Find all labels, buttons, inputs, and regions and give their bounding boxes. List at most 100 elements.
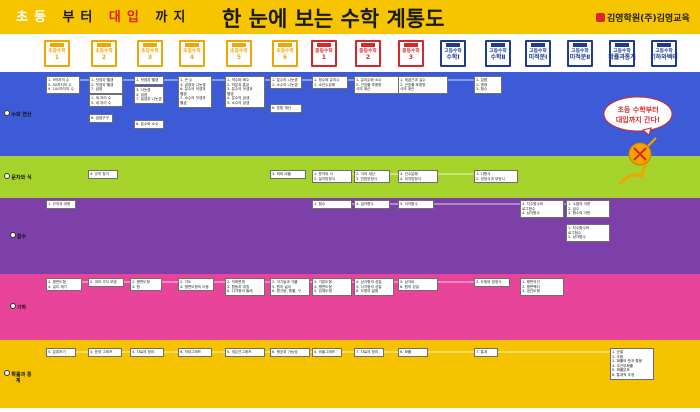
topic-item: 4. 길이 재기 xyxy=(48,284,67,289)
topic-item: 2. 삼각함수 xyxy=(568,235,586,240)
book-ribbon xyxy=(232,43,246,47)
topic-item: 2. 근호를 포함한 xyxy=(356,82,382,87)
publisher: 김영학원(주)김영교육 xyxy=(596,11,690,24)
book-grade: 1 xyxy=(321,54,327,61)
topic-item: 3. 평면도형 xyxy=(48,280,66,284)
topic-item: 1. 분수의 나눗셈 xyxy=(272,78,298,82)
topic-item: 2. 각기둥과 각뿔 xyxy=(272,280,298,284)
book-grade: 5 xyxy=(236,54,242,61)
book-grade: 미적분Ⅰ xyxy=(528,54,548,61)
book-grade: 6 xyxy=(282,54,288,61)
topic-item: 4. 조건부확률 xyxy=(612,363,634,368)
topic-item: 2. 약분과 통분 xyxy=(227,82,250,87)
topic-item: 4. 비율그래프 xyxy=(314,350,336,354)
topic-item: 5. 사각형의 성질 xyxy=(356,284,382,289)
subtitle: 초등 부터 대입 까지 xyxy=(16,6,191,25)
band-label: 문자와 식 xyxy=(3,173,33,181)
topic-item: 3. 도형의 방정식 xyxy=(476,280,502,284)
topic-item: 3. 인수분해 xyxy=(400,172,418,176)
topic-node: 1. 규칙과 대응 xyxy=(46,200,76,209)
topic-item: 3. 곱셈과 나눗셈 xyxy=(180,82,206,87)
topic-item: 2. 소인수분해 xyxy=(314,82,336,87)
topic-item: 7. 곱셈 xyxy=(91,87,103,92)
subtitle-part: 대입 xyxy=(108,10,145,25)
topic-node: 7. 자료의 정리 xyxy=(354,348,384,357)
topic-item: 5. 삼각비 xyxy=(400,280,415,284)
book-name: 중등수학 xyxy=(359,49,377,54)
topic-item: 1. 수열의 극한 xyxy=(568,202,591,206)
book-name: 고등수학 xyxy=(444,49,462,54)
band-marker-icon xyxy=(4,173,11,179)
topic-item: 식의 계산 xyxy=(400,87,415,92)
book-ribbon xyxy=(491,43,505,47)
topic-item: 2. 조합 xyxy=(612,354,624,359)
topic-item: 1. 함수 xyxy=(314,202,326,206)
topic-item: 6. 혼합 계산 xyxy=(272,106,291,110)
book-ribbon xyxy=(615,43,629,47)
book-grade: 4 xyxy=(189,54,195,61)
book-name: 중등수학 xyxy=(315,49,333,54)
book-ribbon xyxy=(97,43,111,47)
topic-item: 7. 곱셈과 나눗셈 xyxy=(136,97,162,102)
speech-bubble: 초등 수학부터 대입까지 간다! xyxy=(603,94,673,136)
book-grade: 2 xyxy=(365,54,371,61)
band-label-text: 문자와 식 xyxy=(11,175,32,181)
topic-item: 3. 분수의 덧셈과 xyxy=(227,87,253,92)
topic-item: 6. 다각형의 둘레 xyxy=(227,289,253,294)
topic-item: 5. 입체도형 xyxy=(314,289,332,294)
band-label: 함수 xyxy=(3,232,33,240)
topic-item: 4. 이차방정식 xyxy=(400,176,422,181)
topic-node: 6. 확률 xyxy=(398,348,428,357)
topic-item: 3. 기본도형 xyxy=(314,280,332,284)
topic-node: 1. 함수 xyxy=(312,200,352,209)
band-label: 수와 연산 xyxy=(3,110,33,118)
subtitle-part: 부터 xyxy=(62,10,99,25)
book-grade: 수학Ⅰ xyxy=(446,54,460,61)
topic-item: 5. 네 자리 수 xyxy=(91,100,112,105)
topic-item: 3. 합동과 대칭 xyxy=(227,284,250,289)
topic-node: 3. 도형의 방정식 xyxy=(474,278,510,287)
band-marker-icon xyxy=(9,232,16,238)
book-grade: 수학Ⅱ xyxy=(490,54,506,61)
publisher-name: 김영학원(주)김영교육 xyxy=(607,14,690,24)
topic-item: 6. 평균과 가능성 xyxy=(272,350,298,354)
topic-item: 2. 소수의 나눗셈 xyxy=(272,82,298,87)
topic-item: 3. 나눗셈 xyxy=(136,88,151,92)
topic-item: 2. 방정식과 부등식 xyxy=(476,176,505,181)
bubble-text: 대입까지 간다! xyxy=(615,116,661,124)
topic-item: 4. 규칙 찾기 xyxy=(90,172,109,176)
book-name: 초등수학 xyxy=(141,49,159,54)
band-label-text: 확률과 통계 xyxy=(11,372,32,384)
band-marker-icon xyxy=(9,303,16,309)
topic-item: 4. 일차함수 xyxy=(356,202,374,206)
topic-item: 3. 원 xyxy=(132,284,140,289)
book-name: 초등수학 xyxy=(95,49,113,54)
book-grade: 2 xyxy=(101,54,107,61)
book-ribbon xyxy=(50,43,64,47)
topic-item: 1. 큰 수 xyxy=(180,78,193,82)
topic-item: 3. 함수의 극한 xyxy=(568,211,591,216)
topic-node: 1. 덧셈과 뺄셈 xyxy=(134,76,164,85)
topic-item: 1. 정수와 유리수 xyxy=(314,78,340,82)
topic-item: 6. 원기둥, 원뿔, 구 xyxy=(272,289,301,294)
